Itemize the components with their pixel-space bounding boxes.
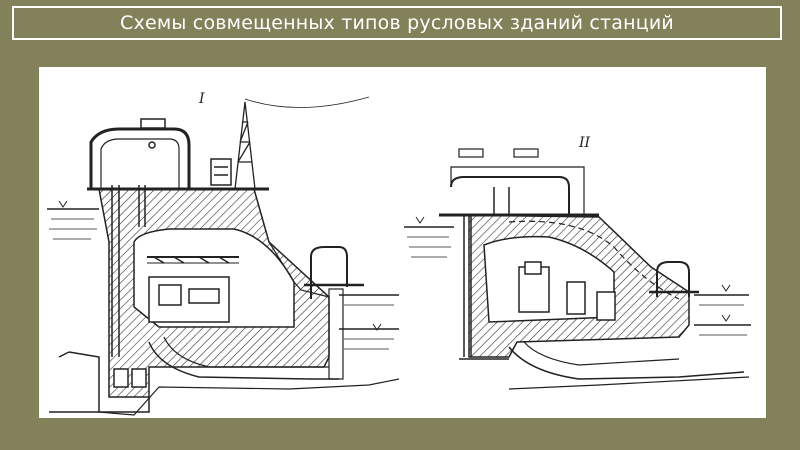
drawing-area: I	[39, 67, 766, 418]
section-diagram-ii	[404, 148, 751, 390]
section-diagram-i	[47, 96, 400, 416]
slide-title: Схемы совмещенных типов русловых зданий …	[120, 12, 674, 34]
label-section-ii: II	[578, 135, 591, 151]
label-section-i: I	[198, 91, 205, 107]
cross-section-drawings: I	[47, 91, 751, 416]
title-frame: Схемы совмещенных типов русловых зданий …	[12, 6, 782, 40]
